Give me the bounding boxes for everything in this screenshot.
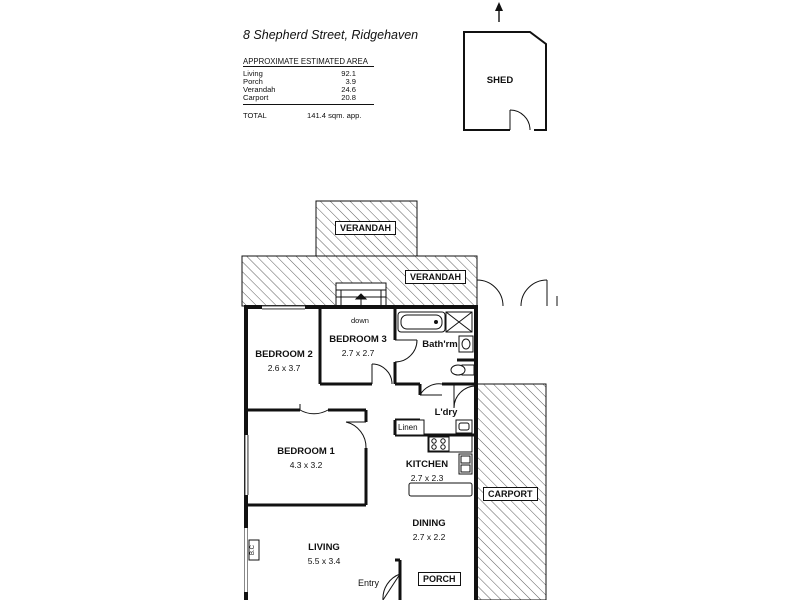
- area-row-value: 20.8: [341, 93, 356, 102]
- area-total-value: 141.4 sqm. app.: [307, 111, 362, 120]
- linen-cupboard: [395, 419, 425, 436]
- property-address: 8 Shepherd Street, Ridgehaven: [243, 28, 419, 42]
- area-row-name: Carport: [243, 93, 269, 102]
- bedroom-1-label: BEDROOM 1 4.3 x 3.2: [277, 446, 335, 470]
- area-row-name: Porch: [243, 77, 263, 86]
- stairs: [335, 282, 387, 308]
- bathroom-label: Bath'rm: [422, 339, 458, 350]
- linen-label: Linen: [398, 423, 418, 432]
- bedroom-2-label: BEDROOM 2 2.6 x 3.7: [255, 349, 313, 373]
- area-table-heading: APPROXIMATE ESTIMATED AREA: [243, 57, 368, 66]
- entry-label: Entry: [358, 578, 380, 588]
- area-row-value: 3.9: [345, 77, 356, 86]
- bathroom-fixtures: [397, 311, 475, 376]
- bedroom-3-label: BEDROOM 3 2.7 x 2.7: [329, 334, 387, 358]
- windows: [244, 305, 330, 600]
- area-row-value: 92.1: [341, 69, 356, 78]
- heater-unit: [248, 539, 260, 561]
- shed-label: SHED: [486, 75, 514, 86]
- verandah-main-label: VERANDAH: [405, 270, 467, 284]
- porch-label: PORCH: [418, 572, 461, 586]
- doors: [299, 339, 477, 600]
- laundry-tub: [455, 419, 473, 434]
- carport-label: CARPORT: [483, 487, 538, 501]
- area-row-name: Verandah: [243, 85, 276, 94]
- stairs-down-label: down: [351, 316, 369, 325]
- area-total-label: TOTAL: [243, 111, 267, 120]
- north-arrow-icon: [495, 2, 503, 22]
- area-table-rule-top: [243, 66, 374, 67]
- area-row-value: 24.6: [341, 85, 356, 94]
- area-row-name: Living: [243, 69, 263, 78]
- dining-label: DINING 2.7 x 2.2: [412, 518, 446, 542]
- carport-gates: [476, 279, 558, 307]
- heater-label: B.C: [250, 544, 257, 556]
- kitchen-fixtures: [408, 435, 473, 497]
- verandah-upper-label: VERANDAH: [335, 221, 397, 235]
- laundry-label: L'dry: [434, 407, 458, 418]
- shed-outline: [463, 31, 547, 132]
- living-label: LIVING 5.5 x 3.4: [307, 542, 341, 566]
- area-table-rule-bottom: [243, 104, 374, 105]
- kitchen-label: KITCHEN 2.7 x 2.3: [405, 459, 449, 483]
